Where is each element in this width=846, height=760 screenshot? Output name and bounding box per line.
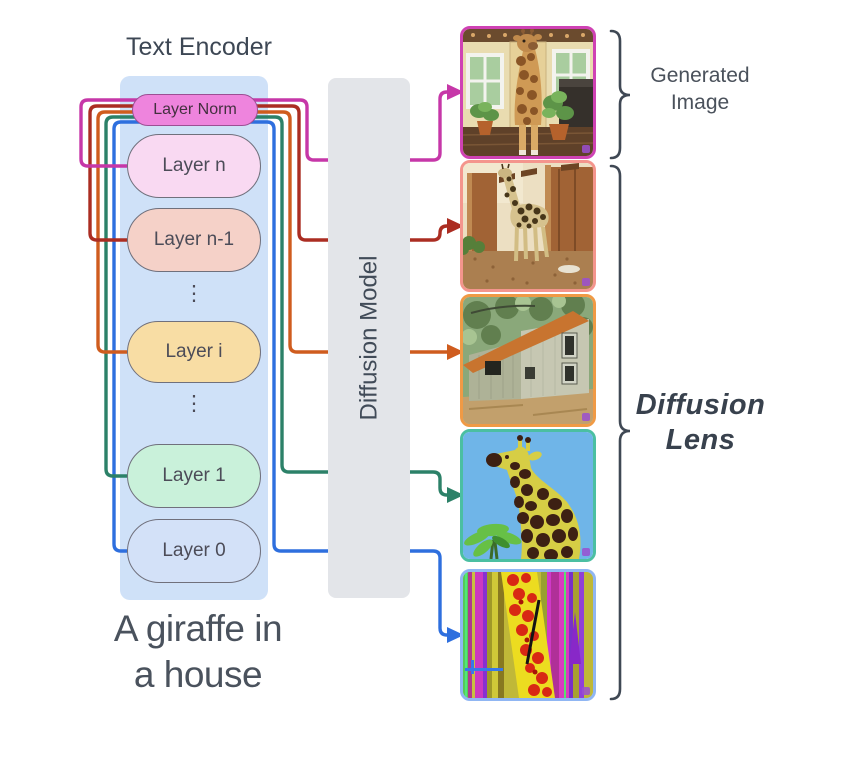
giraffe-indoors-image [463, 29, 593, 156]
watermark-icon [582, 687, 590, 695]
generated-label-line-1: Generated [650, 64, 750, 87]
arrowhead-layer-1 [447, 487, 464, 503]
layer-i-thumbnail [460, 294, 596, 427]
wire-layer-n [79, 90, 449, 168]
text-encoder-title: Text Encoder [126, 33, 272, 61]
ellipsis-lower: ⋮ [183, 392, 205, 415]
ellipsis-upper: ⋮ [183, 282, 205, 305]
lens-label-line-1: Diffusion [635, 389, 766, 421]
generated-image-thumbnail [460, 26, 596, 159]
prompt-text: A giraffe in a house [78, 606, 318, 698]
diffusion-model-block: Diffusion Model [328, 78, 410, 598]
diffusion-model-label: Diffusion Model [355, 255, 383, 421]
layer-n-pill: Layer n [127, 134, 261, 198]
lens-label-line-2: Lens [665, 424, 736, 456]
diffusion-lens-label: Diffusion Lens [623, 388, 778, 458]
arrowhead-layer-n1 [447, 218, 464, 234]
layer-1-thumbnail [460, 429, 596, 562]
layer-n-1-thumbnail [460, 160, 596, 292]
layer-1-pill: Layer 1 [127, 444, 261, 508]
arrowhead-layer-0 [447, 627, 464, 643]
diffusion-lens-brace [609, 164, 631, 701]
watermark-icon [582, 145, 590, 153]
generated-label-line-2: Image [670, 91, 730, 114]
generated-image-brace [609, 29, 631, 160]
giraffe-hallway-image [463, 163, 593, 289]
layer-0-thumbnail [460, 569, 596, 701]
arrowhead-layer-i [447, 344, 464, 360]
generated-image-label: Generated Image [630, 62, 770, 116]
layer-i-pill: Layer i [127, 321, 261, 383]
prompt-line-1: A giraffe in [113, 608, 283, 649]
layer-norm-pill: Layer Norm [132, 94, 258, 126]
prompt-line-2: a house [133, 654, 263, 695]
house-image [463, 297, 593, 424]
layer-0-pill: Layer 0 [127, 519, 261, 583]
cartoon-giraffe-image [463, 432, 593, 559]
arrowhead-generated [447, 84, 464, 100]
wire-layer-n1 [88, 104, 449, 242]
wire-layer-1 [104, 115, 449, 497]
watermark-icon [582, 548, 590, 556]
brackets [609, 29, 631, 701]
watermark-icon [582, 278, 590, 286]
layer-n-1-pill: Layer n-1 [127, 208, 261, 272]
watermark-icon [582, 413, 590, 421]
abstract-noise-image [463, 572, 593, 698]
